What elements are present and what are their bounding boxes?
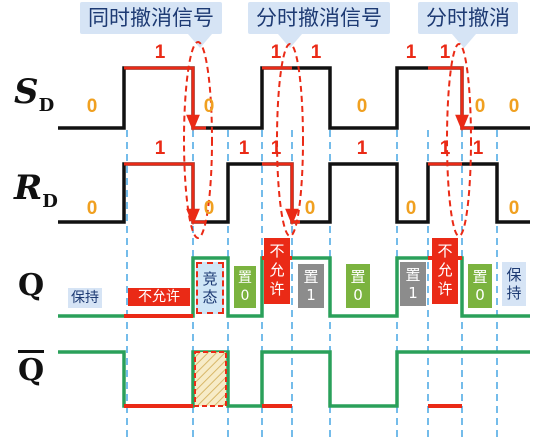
state-keep-left: 保持 (68, 288, 102, 308)
callout-pointer-3 (452, 34, 476, 48)
rd-level: 0 (305, 198, 316, 219)
sd-level: 0 (475, 96, 486, 117)
sd-level: 0 (357, 96, 368, 117)
arrow-icon (186, 114, 200, 132)
sd-level: 1 (271, 42, 282, 63)
rd-level-labels: 0 1 1 0 1 1 0 1 0 1 1 0 (87, 138, 520, 219)
rd-level: 1 (239, 138, 250, 159)
callout-async-release-2: 分时撤消 (418, 2, 518, 34)
rd-level: 1 (155, 138, 166, 159)
arrow-icon (186, 208, 200, 226)
rd-signal-label: RD (14, 168, 58, 212)
callout-pointer-1 (188, 34, 212, 48)
rd-level: 0 (204, 198, 215, 219)
q-waveform (58, 256, 530, 318)
rd-level: 0 (87, 198, 98, 219)
sd-level: 1 (311, 42, 322, 63)
sd-signal-label: SD (14, 72, 55, 116)
sd-level: 1 (406, 42, 417, 63)
sd-level: 0 (509, 96, 520, 117)
arrow-icon (455, 114, 469, 132)
q-signal-label: Q (18, 268, 45, 303)
rd-level: 1 (473, 138, 484, 159)
sd-level: 0 (204, 96, 215, 117)
sd-level: 1 (440, 42, 451, 63)
state-forbidden-wide: 不允许 (128, 288, 190, 306)
callout-sync-release: 同时撤消信号 (80, 2, 222, 34)
rd-level: 1 (440, 138, 451, 159)
state-keep-right: 保持 (502, 262, 526, 306)
sd-level: 1 (155, 42, 166, 63)
qbar-waveform (58, 350, 530, 408)
async-release-ellipse-2 (446, 43, 472, 237)
rd-level: 1 (271, 138, 282, 159)
race-hatch-box (194, 351, 227, 407)
rd-level: 0 (509, 198, 520, 219)
qbar-signal-label: Q (18, 350, 45, 388)
state-forbidden-1: 不允许 (264, 238, 290, 304)
sync-release-ellipse (183, 41, 213, 239)
async-release-ellipse-1 (276, 43, 304, 237)
state-forbidden-2: 不允许 (432, 238, 458, 304)
callout-async-release-1: 分时撤消信号 (248, 2, 390, 34)
sd-level-labels: 0 1 1 0 1 1 0 1 1 0 0 (87, 42, 520, 117)
callout-pointer-2 (278, 34, 302, 48)
rd-level: 0 (406, 198, 417, 219)
sd-level: 0 (87, 96, 98, 117)
state-race: 竞态 (196, 262, 224, 314)
rd-level: 1 (357, 138, 368, 159)
arrow-icon (285, 208, 299, 226)
